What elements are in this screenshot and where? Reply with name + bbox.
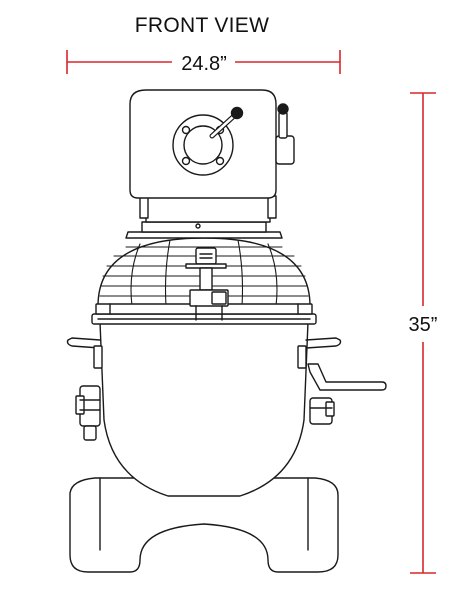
- width-dimension-label: 24.8”: [181, 53, 227, 75]
- mixer-base: [69, 477, 339, 573]
- left-bowl-clamp: [75, 385, 101, 441]
- mixer-bowl: [91, 313, 317, 497]
- height-dimension-label: 35”: [409, 314, 438, 336]
- speed-selector-dial: [172, 106, 244, 176]
- height-dimension: [410, 92, 436, 574]
- left-bowl-handle: [66, 337, 103, 369]
- head-neck: [139, 195, 277, 223]
- right-bowl-clamp: [309, 397, 335, 425]
- side-control-lever: [275, 103, 295, 165]
- agitator-hub: [185, 247, 229, 321]
- view-title: FRONT VIEW: [134, 14, 270, 37]
- right-bowl-handle: [297, 337, 342, 369]
- guard-mount-plate: [125, 221, 283, 239]
- width-dimension: [66, 50, 341, 74]
- bowl-lift-lever: [307, 363, 387, 391]
